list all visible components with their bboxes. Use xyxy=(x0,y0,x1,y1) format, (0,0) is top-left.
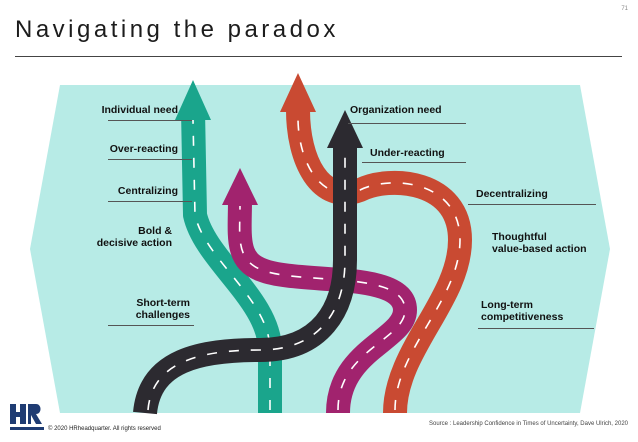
teal-arrowhead-icon xyxy=(175,80,211,120)
magenta-arrowhead-icon xyxy=(222,168,258,205)
label-organization-need: Organization need xyxy=(350,104,442,116)
hr-headquarter-logo xyxy=(10,404,44,430)
left-underline xyxy=(108,120,192,121)
magenta-road xyxy=(222,168,417,414)
label-centralizing: Centralizing xyxy=(117,185,178,197)
background-band xyxy=(30,85,610,413)
page-number: 71 xyxy=(621,6,628,12)
source-text: Source : Leadership Confidence in Times … xyxy=(429,421,628,427)
label-thoughtful-value-based-action: Thoughtful value-based action xyxy=(492,231,587,255)
orange-arrowhead-icon xyxy=(280,73,316,112)
label-short-term-challenges: Short-term challenges xyxy=(135,297,190,321)
title-rule xyxy=(15,56,622,57)
label-bold-decisive-action: Bold & decisive action xyxy=(96,225,172,249)
label-under-reacting: Under-reacting xyxy=(370,147,445,159)
dark-road xyxy=(133,110,363,415)
orange-road xyxy=(280,73,472,414)
right-underline xyxy=(478,328,594,329)
label-long-term-competitiveness: Long-term competitiveness xyxy=(481,299,564,323)
label-decentralizing: Decentralizing xyxy=(476,188,548,200)
dark-arrowhead-icon xyxy=(327,110,363,148)
label-individual-need: Individual need xyxy=(101,104,178,116)
left-underline xyxy=(108,201,192,202)
left-underline xyxy=(108,325,194,326)
left-underline xyxy=(108,159,192,160)
page-title: Navigating the paradox xyxy=(15,16,339,43)
copyright-text: © 2020 HRheadquarter. All rights reserve… xyxy=(48,426,161,432)
right-underline xyxy=(348,123,466,124)
label-over-reacting: Over-reacting xyxy=(109,143,178,155)
right-underline xyxy=(362,162,466,163)
right-underline xyxy=(468,204,596,205)
